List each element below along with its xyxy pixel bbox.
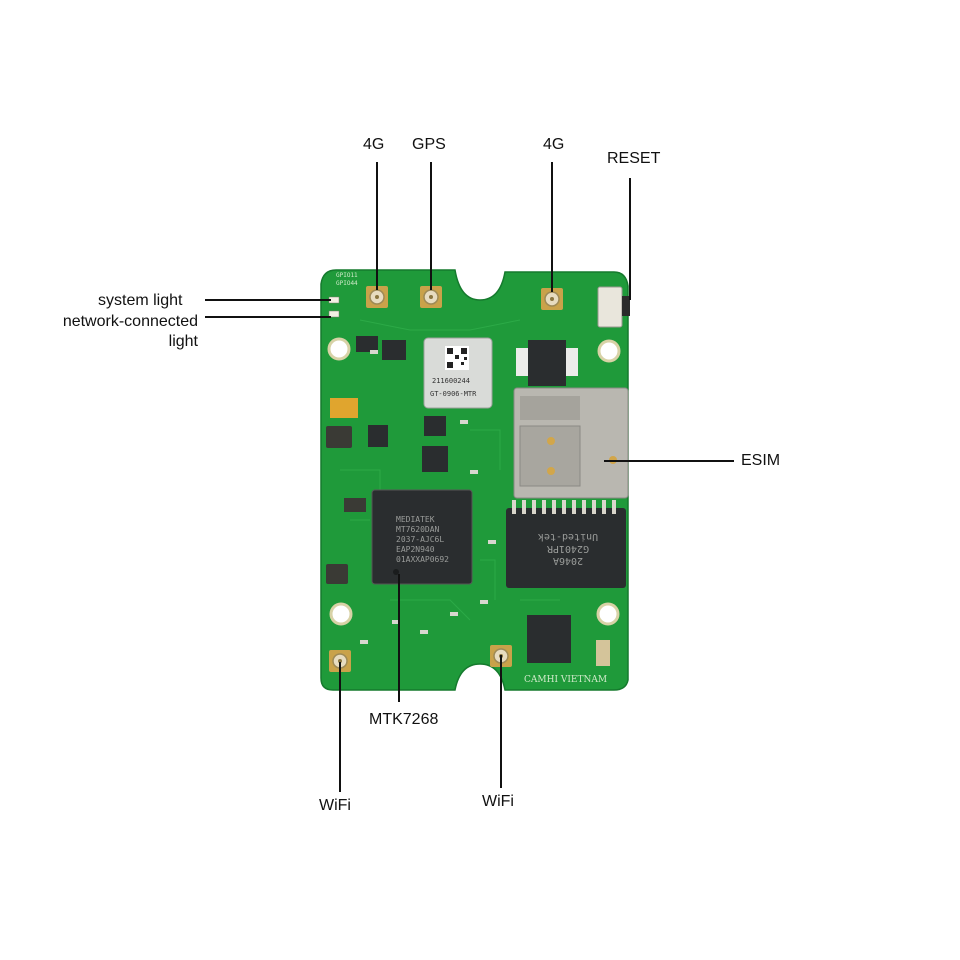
line-4g-left xyxy=(376,162,378,290)
soc-marking-line3: 2037-AJC6L xyxy=(396,535,445,544)
mounting-holes xyxy=(327,337,621,626)
label-reset: RESET xyxy=(607,150,661,167)
line-4g-right xyxy=(551,162,553,292)
soc-marking-line5: 01AXXAP0692 xyxy=(396,555,449,564)
regulator xyxy=(516,340,578,386)
antenna-connector-gps xyxy=(420,286,442,308)
gps-model-text: GT-0906-MTR xyxy=(430,390,477,398)
line-gps xyxy=(430,162,432,290)
label-soc: MTK7268 xyxy=(369,711,439,728)
label-network-light-line1: network-connected xyxy=(62,313,198,330)
reset-button-part xyxy=(597,286,630,328)
soc-marking-line2: MT7620DAN xyxy=(396,525,440,534)
soc-marking-line1: MEDIATEK xyxy=(396,515,435,524)
label-gps: GPS xyxy=(412,136,446,153)
esim-holder xyxy=(513,387,629,499)
gpio-a: GPIO11 xyxy=(336,272,358,279)
transformer-brand: United-tek xyxy=(537,531,599,542)
line-wifi-left xyxy=(339,662,341,792)
soc-marking: MEDIATEK MT7620DAN 2037-AJC6L EAP2N940 0… xyxy=(396,515,449,565)
soc-chip xyxy=(371,489,473,585)
line-wifi-right xyxy=(500,655,502,788)
line-esim xyxy=(604,460,734,462)
label-network-light: network-connected light xyxy=(38,312,198,352)
gpio-marking: GPIO11 GPIO44 xyxy=(336,272,358,288)
label-wifi-right: WiFi xyxy=(482,793,514,810)
transformer-model: G2401PR xyxy=(546,543,590,554)
transformer-marking: 2046A G2401PR United-tek xyxy=(516,530,620,566)
line-soc xyxy=(398,574,400,702)
label-esim: ESIM xyxy=(741,452,781,469)
line-system-light xyxy=(205,299,331,301)
label-4g-left: 4G xyxy=(363,136,385,153)
antenna-connector-4g-right xyxy=(541,288,563,310)
memory-chip xyxy=(527,615,571,663)
antenna-connector-wifi-left xyxy=(329,650,351,672)
label-4g-right: 4G xyxy=(543,136,565,153)
maker-marking: CAMHI VIETNAM xyxy=(524,675,608,685)
ethernet-transformer xyxy=(506,500,626,588)
line-network-light xyxy=(205,316,331,318)
gps-module xyxy=(423,337,493,409)
antenna-connector-4g-left xyxy=(366,286,388,308)
soc-marking-line4: EAP2N940 xyxy=(396,545,435,554)
label-system-light: system light xyxy=(98,292,183,309)
line-reset xyxy=(629,178,631,300)
label-wifi-left: WiFi xyxy=(319,797,351,814)
small-components xyxy=(326,336,610,666)
gps-serial-text: 211600244 xyxy=(432,377,470,385)
label-network-light-line2: light xyxy=(168,333,198,350)
gpio-b: GPIO44 xyxy=(336,280,358,287)
transformer-code: 2046A xyxy=(552,555,584,566)
